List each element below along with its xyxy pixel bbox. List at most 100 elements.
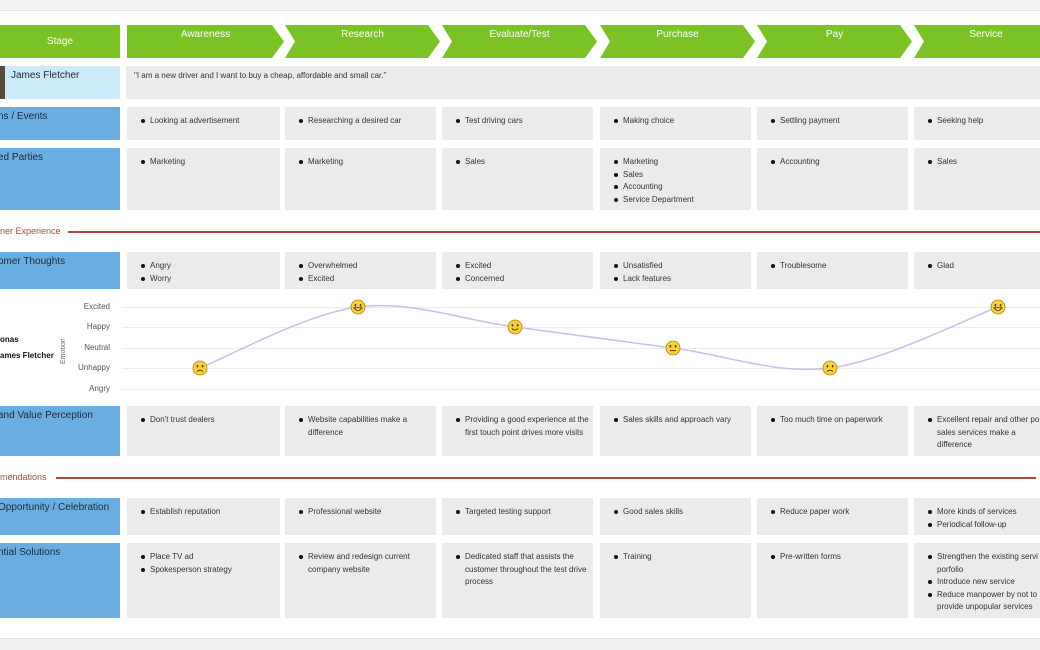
stage-header-research: Research [285, 25, 440, 58]
bullet-list: Too much time on paperwork [767, 414, 904, 427]
bullet-item: Periodical follow-up [924, 519, 1040, 532]
cell-parties-2: Sales [442, 148, 593, 210]
bottom-scrollbar[interactable] [0, 638, 1040, 650]
bullet-item: Accounting [610, 181, 747, 194]
cell-parties-1: Marketing [285, 148, 436, 210]
bullet-item: Reduce manpower by not to provide unpopu… [924, 589, 1040, 614]
bullet-item: Professional website [295, 506, 432, 519]
cell-solutions-3: Training [600, 543, 751, 618]
cell-parties-0: Marketing [127, 148, 280, 210]
bullet-item: Strengthen the existing servi porfolio [924, 551, 1040, 576]
bullet-item: More kinds of services [924, 506, 1040, 519]
cell-thoughts-4: Troublesome [757, 252, 908, 289]
stage-header-label: Evaluate/Test [489, 29, 550, 40]
cell-perception-1: Website capabilities make a difference [285, 406, 436, 456]
section-divider-experience [68, 231, 1040, 233]
top-toolbar [0, 0, 1040, 11]
emotion-gridline [122, 307, 1040, 308]
bullet-item: Seeking help [924, 115, 1040, 128]
bullet-item: Place TV ad [137, 551, 276, 564]
bullet-item: Introduce new service [924, 576, 1040, 589]
emotion-tick-angry: Angry [89, 384, 110, 393]
bullet-list: Training [610, 551, 747, 564]
bullet-list: Dedicated staff that assists the custome… [452, 551, 589, 589]
bullet-list: Sales [924, 156, 1040, 169]
stage-header-pay: Pay [757, 25, 912, 58]
cell-thoughts-5: Glad [914, 252, 1040, 289]
bullet-item: Looking at advertisement [137, 115, 276, 128]
bullet-list: Providing a good experience at the first… [452, 414, 589, 439]
row-label-thoughts: omer Thoughts [0, 252, 120, 289]
bullet-list: Sales skills and approach vary [610, 414, 747, 427]
emotion-gridline [122, 348, 1040, 349]
cell-opportunity-1: Professional website [285, 498, 436, 535]
bullet-item: Service Department [610, 194, 747, 207]
persona-emotion-name: ames Fletcher [0, 351, 54, 360]
cell-actions-5: Seeking help [914, 107, 1040, 140]
emotion-gridline [122, 389, 1040, 390]
bullet-list: Targeted testing support [452, 506, 589, 519]
bullet-item: Accounting [767, 156, 904, 169]
stage-header-label: Pay [825, 29, 844, 40]
bullet-list: Seeking help [924, 115, 1040, 128]
cell-parties-5: Sales [914, 148, 1040, 210]
emotion-tick-unhappy: Unhappy [77, 363, 110, 372]
bullet-list: Reduce paper work [767, 506, 904, 519]
bullet-list: Establish reputation [137, 506, 276, 519]
bullet-item: Concerned [452, 273, 589, 286]
bullet-item: Glad [924, 260, 1040, 273]
bullet-list: Glad [924, 260, 1040, 273]
bullet-item: Excited [295, 273, 432, 286]
section-customer-experience: ner Experience [0, 226, 61, 236]
bullet-list: Marketing [137, 156, 276, 169]
cell-opportunity-4: Reduce paper work [757, 498, 908, 535]
cell-actions-2: Test driving cars [442, 107, 593, 140]
bullet-list: Sales [452, 156, 589, 169]
bullet-item: Pre-written forms [767, 551, 904, 564]
persona-quote: "I am a new driver and I want to buy a c… [126, 66, 1040, 99]
bullet-list: Pre-written forms [767, 551, 904, 564]
bullet-item: Too much time on paperwork [767, 414, 904, 427]
cell-actions-3: Making choice [600, 107, 751, 140]
bullet-list: Review and redesign current company webs… [295, 551, 432, 576]
stage-header-label: Purchase [656, 29, 699, 40]
cell-perception-0: Don't trust dealers [127, 406, 280, 456]
bullet-item: Marketing [610, 156, 747, 169]
persona-avatar [0, 66, 5, 99]
emotion-gridline [122, 368, 1040, 369]
stage-row-label: Stage [0, 25, 120, 58]
bullet-item: Providing a good experience at the first… [452, 414, 589, 439]
bullet-list: Professional website [295, 506, 432, 519]
cell-parties-4: Accounting [757, 148, 908, 210]
emotion-tick-excited: Excited [83, 302, 110, 311]
cell-opportunity-0: Establish reputation [127, 498, 280, 535]
bullet-item: Excellent repair and other po sales serv… [924, 414, 1040, 452]
bullet-item: Sales [452, 156, 589, 169]
bullet-item: Marketing [295, 156, 432, 169]
emotion-curve-line [199, 304, 999, 371]
bullet-item: Sales [924, 156, 1040, 169]
bullet-item: Sales [610, 169, 747, 182]
cell-actions-0: Looking at advertisement [127, 107, 280, 140]
cell-opportunity-2: Targeted testing support [442, 498, 593, 535]
bullet-item: Marketing [137, 156, 276, 169]
stage-header-label: Service [969, 29, 1003, 40]
stage-header-purchase: Purchase [600, 25, 755, 58]
bullet-item: Good sales skills [610, 506, 747, 519]
bullet-item: Dedicated staff that assists the custome… [452, 551, 589, 589]
emotion-point-neutral-face-icon [665, 340, 681, 356]
emotion-gridline [122, 327, 1040, 328]
emotion-tick-neutral: Neutral [84, 343, 110, 352]
cell-actions-4: Settling payment [757, 107, 908, 140]
bullet-list: Website capabilities make a difference [295, 414, 432, 439]
